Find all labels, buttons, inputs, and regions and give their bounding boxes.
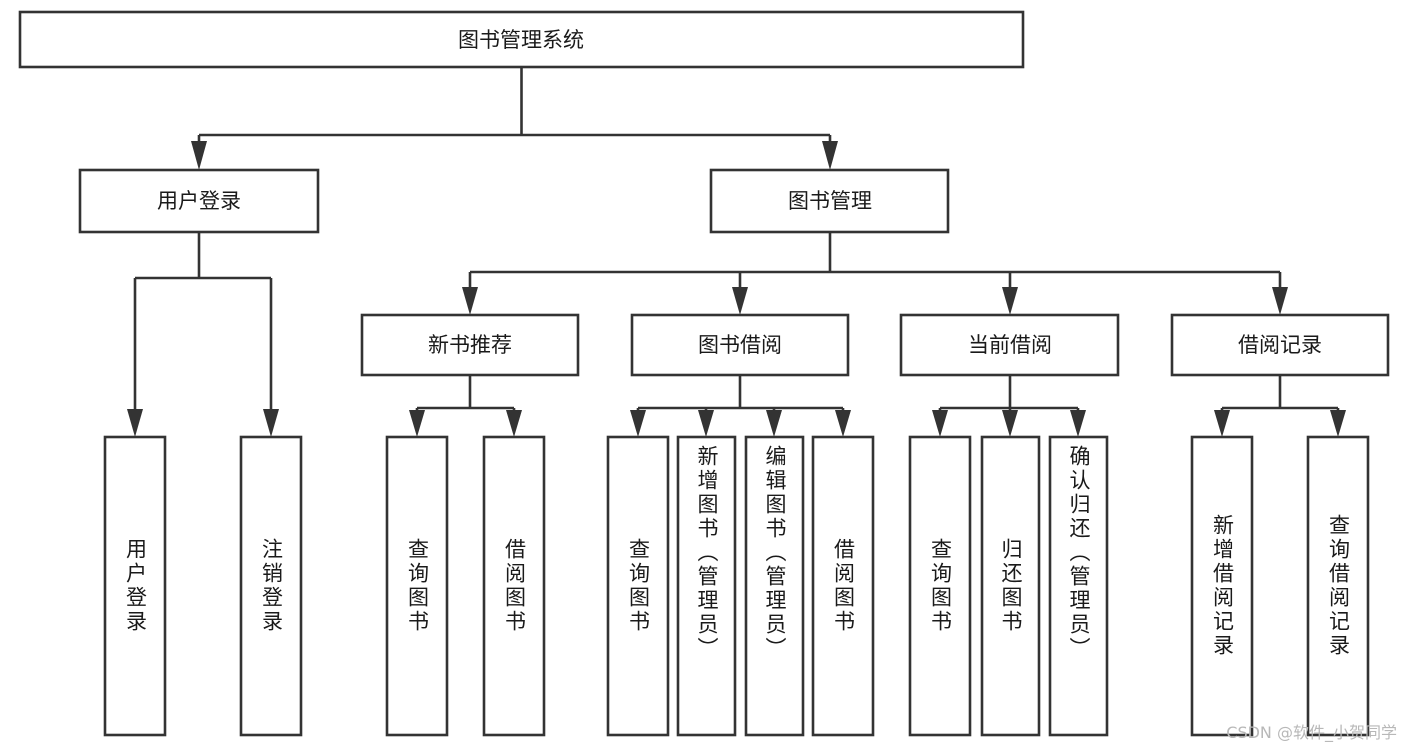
node-new-book-recommend-box[interactable] [360, 313, 580, 377]
arrow-head-leaf-logout-login [263, 409, 279, 437]
arrow-head-current-borrow [1002, 287, 1018, 315]
arrow-head-leaf-query-record [1330, 410, 1346, 437]
arrow-head-book-borrow [732, 287, 748, 315]
arrow-head-leaf-query-book-3 [932, 410, 948, 437]
arrow-head-book-management [822, 141, 838, 170]
connector-user-login-to-leaves [127, 232, 279, 437]
node-leaf-confirm-return-box[interactable] [1048, 435, 1109, 737]
node-leaf-user-login-box[interactable] [103, 435, 167, 737]
node-book-borrow[interactable]: 图书借阅 [630, 313, 850, 377]
connector-borrow-record-to-leaves [1214, 375, 1346, 437]
arrow-head-user-login [191, 141, 207, 170]
node-leaf-query-book-2-box[interactable] [606, 435, 670, 737]
node-book-management-label: 图书管理 [788, 189, 872, 213]
arrow-head-leaf-user-login [127, 409, 143, 437]
connector-current-borrow-to-leaves [932, 375, 1086, 437]
node-leaf-query-record-box[interactable] [1306, 435, 1370, 737]
connector-new-book-recommend-to-leaves [409, 375, 522, 437]
node-book-borrow-label: 图书借阅 [698, 333, 782, 357]
node-leaf-logout-login-box[interactable] [239, 435, 303, 737]
node-new-book-recommend-label: 新书推荐 [428, 333, 512, 357]
node-borrow-record-label: 借阅记录 [1238, 333, 1322, 357]
node-leaf-query-book-3-box[interactable] [908, 435, 972, 737]
node-leaf-edit-book-box[interactable] [744, 435, 805, 737]
arrow-head-leaf-add-book [698, 410, 714, 437]
arrow-head-borrow-record [1272, 287, 1288, 315]
arrow-head-leaf-edit-book [766, 410, 782, 437]
node-book-management-box[interactable] [709, 168, 950, 234]
node-leaf-query-book-1-box[interactable] [385, 435, 449, 737]
node-book-borrow-box[interactable] [630, 313, 850, 377]
connector-root-to-level2 [191, 67, 838, 170]
node-current-borrow-label: 当前借阅 [968, 333, 1052, 357]
node-leaf-return-book-box[interactable] [980, 435, 1041, 737]
arrow-head-leaf-query-book-1 [409, 410, 425, 437]
node-leaf-add-book-box[interactable] [676, 435, 737, 737]
node-user-login-box[interactable] [78, 168, 320, 234]
node-leaf-borrow-book-1-box[interactable] [482, 435, 546, 737]
node-root-box[interactable] [18, 10, 1025, 69]
arrow-head-leaf-query-book-2 [630, 410, 646, 437]
connector-book-borrow-to-leaves [630, 375, 851, 437]
arrow-head-new-book-recommend [462, 287, 478, 315]
node-borrow-record-box[interactable] [1170, 313, 1390, 377]
node-new-book-recommend[interactable]: 新书推荐 [360, 313, 580, 377]
node-borrow-record[interactable]: 借阅记录 [1170, 313, 1390, 377]
arrow-head-leaf-borrow-book-2 [835, 410, 851, 437]
node-root-label: 图书管理系统 [458, 28, 584, 52]
node-user-login[interactable]: 用户登录 [78, 168, 320, 234]
node-leaf-add-record-box[interactable] [1190, 435, 1254, 737]
arrow-head-leaf-confirm-return [1070, 410, 1086, 437]
arrow-head-leaf-return-book [1002, 410, 1018, 437]
node-root[interactable]: 图书管理系统 [18, 10, 1025, 69]
csdn-watermark: CSDN @软件_小贺同学 [1226, 723, 1397, 742]
node-current-borrow-box[interactable] [899, 313, 1120, 377]
node-user-login-label: 用户登录 [157, 189, 241, 213]
node-current-borrow[interactable]: 当前借阅 [899, 313, 1120, 377]
node-book-management[interactable]: 图书管理 [709, 168, 950, 234]
arrow-head-leaf-add-record [1214, 410, 1230, 437]
node-leaf-borrow-book-2-box[interactable] [811, 435, 875, 737]
arrow-head-leaf-borrow-book-1 [506, 410, 522, 437]
connector-book-management-to-level3 [462, 232, 1288, 315]
